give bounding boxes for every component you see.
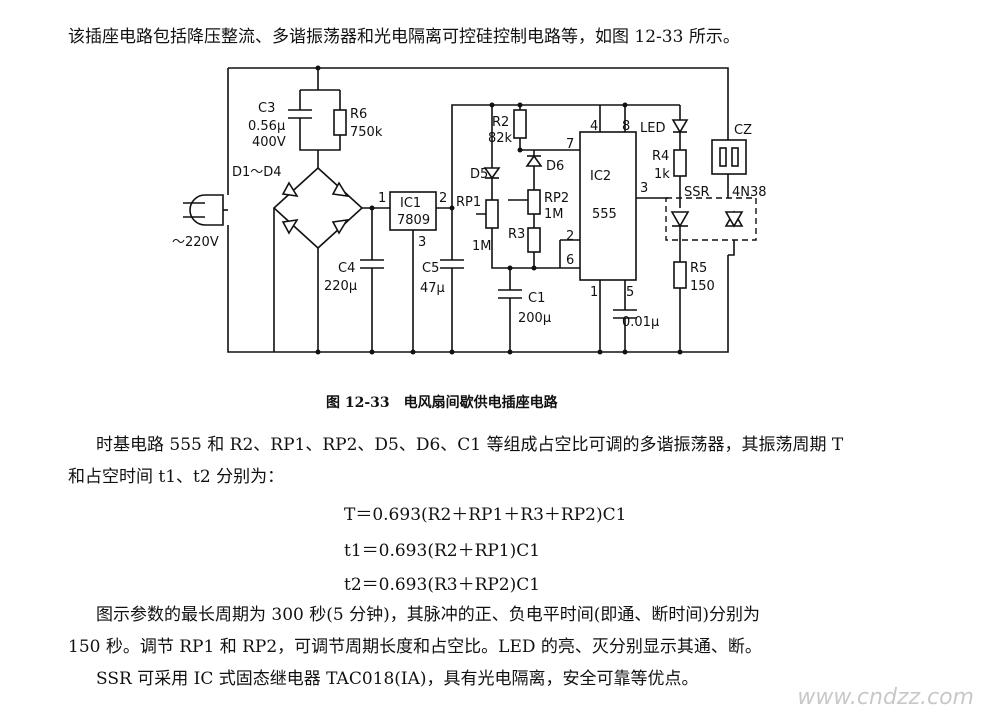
plug-symbol [183, 194, 228, 226]
label-ic2: IC2 [590, 169, 611, 184]
label-r6: R6 [350, 107, 367, 122]
bridge-rectifier [272, 166, 364, 250]
label-pin4: 4 [590, 119, 598, 134]
intro-text: 该插座电路包括降压整流、多谐振荡器和光电隔离可控硅控制电路等，如图 12-33 … [68, 27, 740, 47]
label-r2: R2 [492, 115, 509, 130]
label-r6-value: 750k [350, 125, 383, 140]
label-pin2: 2 [566, 229, 574, 244]
label-ic1-part: 7809 [397, 213, 430, 228]
label-c4-value: 220μ [324, 279, 357, 294]
label-pin8: 8 [622, 119, 630, 134]
label-c1: C1 [528, 291, 545, 306]
label-r2-value: 82k [488, 131, 513, 146]
circuit-diagram: C3 0.56μ 400V R6 750k D1～D4 ～220V IC1 78… [172, 65, 767, 355]
label-c5: C5 [422, 261, 439, 276]
label-c-001: 0.01μ [622, 315, 659, 330]
label-d1-d4: D1～D4 [232, 165, 282, 180]
label-r3: R3 [508, 227, 525, 242]
label-pin5: 5 [626, 285, 634, 300]
equation-period: T＝0.693(R2＋RP1＋R3＋RP2)C1 [344, 505, 627, 525]
paragraph-1-line-2: 和占空时间 t1、t2 分别为： [68, 467, 285, 487]
label-c4: C4 [338, 261, 355, 276]
label-pin6: 6 [566, 253, 574, 268]
label-d5: D5 [470, 167, 488, 182]
label-r5: R5 [690, 261, 707, 276]
label-r5-value: 150 [690, 279, 715, 294]
label-ic2-part: 555 [592, 207, 617, 222]
label-c5-value: 47μ [420, 281, 445, 296]
label-d6: D6 [546, 159, 564, 174]
ic2-555 [579, 131, 637, 281]
ssr-optocoupler [665, 197, 757, 241]
label-rp1: RP1 [456, 195, 481, 210]
paragraph-2-line-2: 150 秒。调节 RP1 和 RP2，可调节周期长度和占空比。LED 的亮、灭分… [68, 637, 762, 657]
figure-caption: 图 12-33 电风扇间歇供电插座电路 [326, 395, 558, 411]
label-rp1-value: 1M [472, 239, 492, 254]
label-ac: ～220V [172, 235, 219, 250]
label-cz: CZ [734, 123, 752, 138]
paragraph-2-line-1: 图示参数的最长周期为 300 秒(5 分钟)，其脉冲的正、负电平时间(即通、断时… [96, 605, 761, 625]
label-opto: 4N38 [732, 185, 767, 200]
cz-socket [711, 139, 747, 175]
paragraph-1-line-1: 时基电路 555 和 R2、RP1、RP2、D5、D6、C1 等组成占空比可调的… [96, 435, 844, 455]
label-c3-voltage: 400V [252, 135, 286, 150]
label-ssr: SSR [684, 185, 710, 200]
label-ic1: IC1 [400, 196, 421, 211]
label-r4-value: 1k [654, 167, 670, 182]
r5-resistor [673, 261, 687, 289]
ic1-7809 [389, 191, 437, 231]
label-ic1-pin2: 2 [439, 191, 447, 206]
equation-t2: t2＝0.693(R3＋RP2)C1 [344, 575, 541, 595]
r2-resistor [513, 109, 527, 139]
label-c3-value: 0.56μ [248, 119, 285, 134]
label-led: LED [640, 121, 665, 136]
watermark: www.cndzz.com [797, 685, 974, 710]
label-c3: C3 [258, 101, 275, 116]
paragraph-3: SSR 可采用 IC 式固态继电器 TAC018(IA)，具有光电隔离，安全可靠… [96, 669, 699, 689]
label-ic1-pin3: 3 [418, 235, 426, 250]
label-pin1: 1 [590, 285, 598, 300]
equation-t1: t1＝0.693(R2＋RP1)C1 [344, 541, 541, 561]
label-pin3: 3 [640, 181, 648, 196]
r4-resistor [673, 149, 687, 177]
label-ic1-pin1: 1 [378, 191, 386, 206]
label-pin7: 7 [566, 137, 574, 152]
label-rp2-value: 1M [544, 207, 564, 222]
r6-resistor [333, 109, 347, 136]
label-rp2: RP2 [544, 191, 569, 206]
label-c1-value: 200μ [518, 311, 551, 326]
label-r4: R4 [652, 149, 669, 164]
